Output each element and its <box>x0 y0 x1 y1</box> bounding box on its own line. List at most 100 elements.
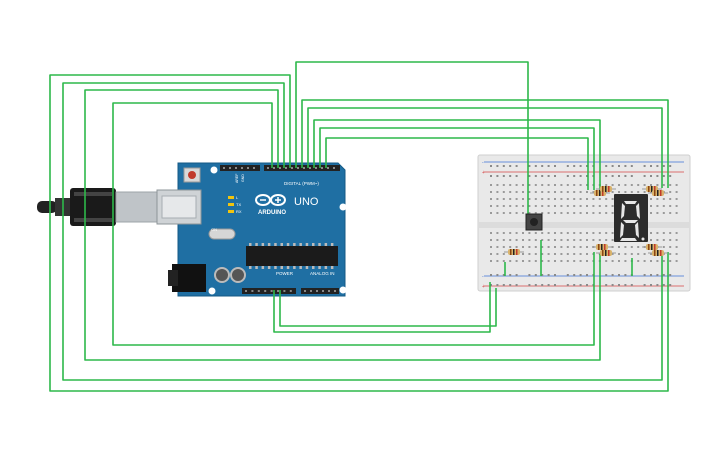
rail-hole[interactable] <box>611 165 614 167</box>
terminal-hole[interactable] <box>637 184 640 186</box>
terminal-hole[interactable] <box>637 246 640 248</box>
terminal-hole[interactable] <box>573 260 576 262</box>
rail-hole[interactable] <box>630 175 633 177</box>
terminal-hole[interactable] <box>669 239 672 241</box>
terminal-hole[interactable] <box>560 253 563 255</box>
terminal-hole[interactable] <box>541 246 544 248</box>
rail-hole[interactable] <box>586 175 588 177</box>
terminal-hole[interactable] <box>579 239 582 241</box>
terminal-hole[interactable] <box>496 184 499 186</box>
rail-hole[interactable] <box>566 284 569 286</box>
terminal-hole[interactable] <box>560 184 563 186</box>
rail-hole[interactable] <box>534 165 537 167</box>
rail-hole[interactable] <box>528 165 531 167</box>
rail-hole[interactable] <box>547 274 550 276</box>
terminal-hole[interactable] <box>522 191 524 193</box>
terminal-hole[interactable] <box>669 212 672 214</box>
wire-gnd-to-breadboard[interactable] <box>273 282 491 333</box>
rail-hole[interactable] <box>611 274 614 276</box>
terminal-hole[interactable] <box>669 191 672 193</box>
rail-hole[interactable] <box>573 175 576 177</box>
terminal-hole[interactable] <box>547 205 550 207</box>
terminal-hole[interactable] <box>515 246 518 248</box>
terminal-hole[interactable] <box>573 191 576 193</box>
terminal-hole[interactable] <box>560 260 563 262</box>
terminal-hole[interactable] <box>515 212 518 214</box>
terminal-hole[interactable] <box>669 232 672 234</box>
rail-hole[interactable] <box>515 284 518 286</box>
header-pin[interactable] <box>283 290 286 292</box>
rail-hole[interactable] <box>554 165 556 167</box>
terminal-hole[interactable] <box>541 253 544 255</box>
terminal-hole[interactable] <box>586 253 588 255</box>
rail-hole[interactable] <box>605 284 608 286</box>
terminal-hole[interactable] <box>592 239 595 241</box>
terminal-hole[interactable] <box>624 260 627 262</box>
terminal-hole[interactable] <box>490 253 492 255</box>
terminal-hole[interactable] <box>547 184 550 186</box>
terminal-hole[interactable] <box>656 212 659 214</box>
rail-hole[interactable] <box>650 274 652 276</box>
terminal-hole[interactable] <box>598 198 601 200</box>
terminal-hole[interactable] <box>509 198 512 200</box>
terminal-hole[interactable] <box>662 239 665 241</box>
terminal-hole[interactable] <box>541 212 544 214</box>
wire-pin-to-top-resistor-3[interactable] <box>313 119 601 190</box>
terminal-hole[interactable] <box>566 253 569 255</box>
terminal-hole[interactable] <box>490 246 492 248</box>
rail-hole[interactable] <box>502 175 505 177</box>
terminal-hole[interactable] <box>502 191 505 193</box>
terminal-hole[interactable] <box>515 260 518 262</box>
terminal-hole[interactable] <box>554 246 556 248</box>
terminal-hole[interactable] <box>496 212 499 214</box>
terminal-hole[interactable] <box>618 184 620 186</box>
terminal-hole[interactable] <box>541 191 544 193</box>
terminal-hole[interactable] <box>522 198 524 200</box>
terminal-hole[interactable] <box>586 191 588 193</box>
wire-pin-to-button[interactable] <box>295 61 529 216</box>
terminal-hole[interactable] <box>566 239 569 241</box>
rail-hole[interactable] <box>579 274 582 276</box>
terminal-hole[interactable] <box>528 184 531 186</box>
terminal-hole[interactable] <box>598 212 601 214</box>
terminal-hole[interactable] <box>586 184 588 186</box>
terminal-hole[interactable] <box>502 212 505 214</box>
terminal-hole[interactable] <box>669 184 672 186</box>
terminal-hole[interactable] <box>579 246 582 248</box>
terminal-hole[interactable] <box>675 184 678 186</box>
wire-5v-to-breadboard[interactable] <box>279 288 497 327</box>
terminal-hole[interactable] <box>490 239 492 241</box>
wire-outer-loop-2[interactable] <box>84 89 601 361</box>
push-button[interactable] <box>525 213 543 231</box>
rail-hole[interactable] <box>643 165 646 167</box>
terminal-hole[interactable] <box>490 232 492 234</box>
terminal-hole[interactable] <box>650 184 652 186</box>
terminal-hole[interactable] <box>656 205 659 207</box>
terminal-hole[interactable] <box>547 253 550 255</box>
terminal-hole[interactable] <box>630 184 633 186</box>
terminal-hole[interactable] <box>528 191 531 193</box>
terminal-hole[interactable] <box>630 253 633 255</box>
terminal-hole[interactable] <box>656 184 659 186</box>
rail-hole[interactable] <box>662 165 665 167</box>
rail-hole[interactable] <box>669 175 672 177</box>
terminal-hole[interactable] <box>624 191 627 193</box>
wire-pin-to-top-resistor-1[interactable] <box>301 99 669 188</box>
header-pin[interactable] <box>333 167 335 169</box>
header-pin[interactable] <box>304 290 306 292</box>
rail-hole[interactable] <box>509 165 512 167</box>
rail-hole[interactable] <box>573 274 576 276</box>
terminal-hole[interactable] <box>605 232 608 234</box>
rail-hole[interactable] <box>554 284 556 286</box>
rail-hole[interactable] <box>573 284 576 286</box>
terminal-hole[interactable] <box>579 253 582 255</box>
rail-hole[interactable] <box>579 175 582 177</box>
rail-hole[interactable] <box>611 284 614 286</box>
terminal-hole[interactable] <box>534 260 537 262</box>
terminal-hole[interactable] <box>566 246 569 248</box>
terminal-hole[interactable] <box>541 260 544 262</box>
terminal-hole[interactable] <box>605 260 608 262</box>
terminal-hole[interactable] <box>573 253 576 255</box>
terminal-hole[interactable] <box>502 246 505 248</box>
terminal-hole[interactable] <box>522 239 524 241</box>
